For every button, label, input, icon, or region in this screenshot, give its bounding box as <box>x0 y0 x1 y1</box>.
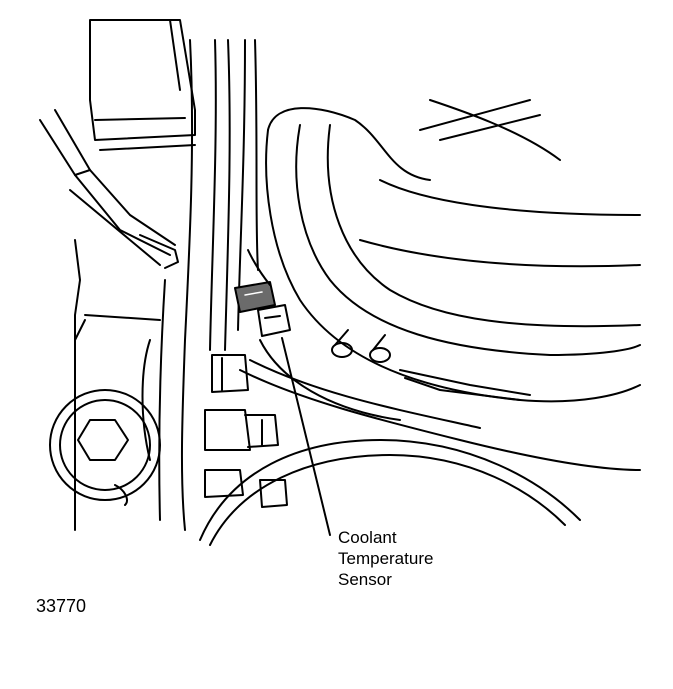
left-cable <box>39 109 179 269</box>
vacuum-nipples <box>331 329 531 401</box>
figure-number: 33770 <box>36 596 87 616</box>
sensor-connector <box>234 249 291 337</box>
label-line-temperature: Temperature <box>338 549 434 568</box>
lower-hoses <box>199 339 641 546</box>
coolant-temperature-sensor-label: Coolant Temperature Sensor <box>338 527 498 590</box>
upper-bracket <box>89 19 196 151</box>
label-line-coolant: Coolant <box>338 528 397 547</box>
callout-leader <box>281 337 331 536</box>
intake-tube <box>265 99 641 403</box>
hose-bundle <box>158 39 259 531</box>
label-line-sensor: Sensor <box>338 570 392 589</box>
engine-block <box>49 239 161 531</box>
hose-fittings <box>204 354 288 508</box>
